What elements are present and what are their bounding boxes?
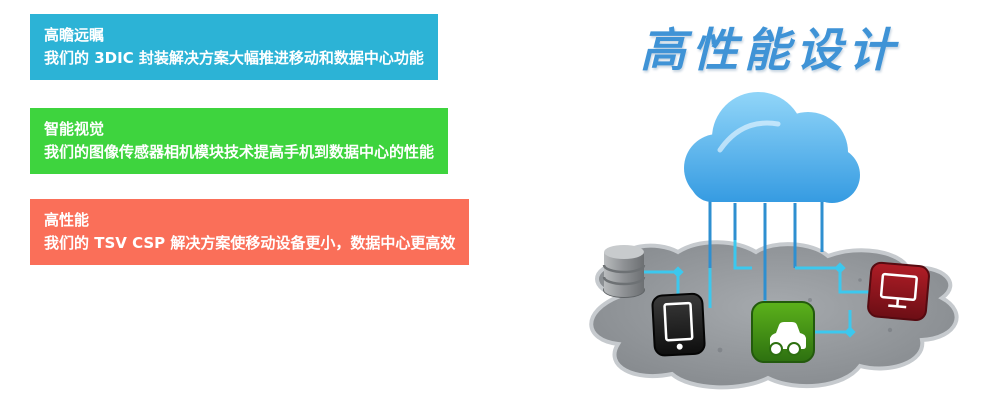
banner-smart-vision-title: 智能视觉 [44,120,105,138]
car-icon [751,301,815,363]
database-icon [602,245,646,298]
cloud-connector-lines [708,196,824,300]
banner-smart-vision-desc: 我们的图像传感器相机模块技术提高手机到数据中心的性能 [44,142,435,161]
banner-performance-title: 高性能 [44,211,90,229]
cloud-highlight [717,120,781,153]
banner-performance: 高性能 我们的 TSV CSP 解决方案使移动设备更小，数据中心更高效 [30,199,470,265]
banner-vision-desc: 我们的 3DIC 封装解决方案大幅推进移动和数据中心功能 [44,48,424,67]
cloud-icon [684,92,860,203]
monitor-icon [867,261,930,322]
banner-vision-title: 高瞻远瞩 [44,26,105,44]
banner-vision: 高瞻远瞩 我们的 3DIC 封装解决方案大幅推进移动和数据中心功能 [30,14,438,80]
banner-performance-desc: 我们的 TSV CSP 解决方案使移动设备更小，数据中心更高效 [44,233,456,252]
headline: 高性能设计 [640,23,900,77]
cloud-illustration [589,92,959,390]
banner-smart-vision: 智能视觉 我们的图像传感器相机模块技术提高手机到数据中心的性能 [30,108,449,174]
phone-icon [651,292,706,357]
